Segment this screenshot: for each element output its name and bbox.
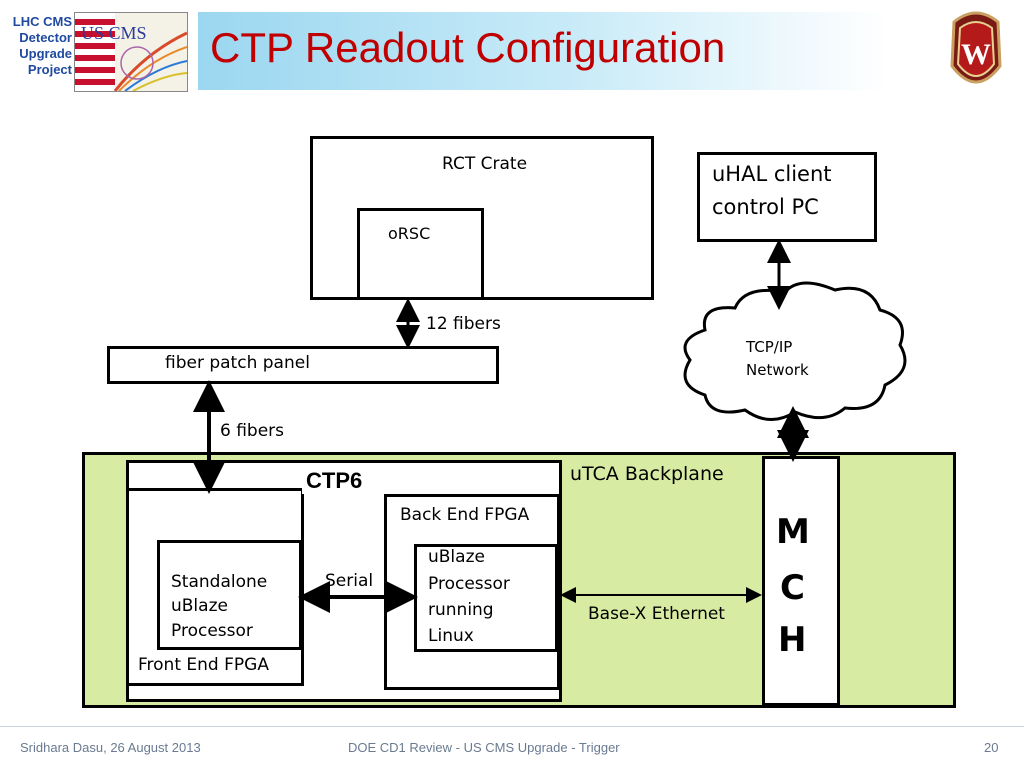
- standalone-line3: Processor: [171, 621, 253, 641]
- footer-page-number: 20: [984, 740, 999, 755]
- mch-letter-m: M: [776, 512, 810, 552]
- network-cloud-icon: [683, 281, 907, 421]
- standalone-line2: uBlaze: [171, 596, 228, 616]
- utca-backplane-label: uTCA Backplane: [570, 463, 724, 485]
- svg-text:W: W: [961, 38, 991, 71]
- uhal-client-box: [697, 152, 877, 242]
- wisconsin-crest-icon: W: [944, 6, 1008, 98]
- ublaze-line4: Linux: [428, 626, 474, 646]
- back-end-fpga-label: Back End FPGA: [400, 505, 530, 525]
- footer-divider: [0, 726, 1024, 727]
- ublaze-line1: uBlaze: [428, 547, 485, 567]
- mch-letter-c: C: [780, 568, 805, 608]
- standalone-line1: Standalone: [171, 572, 268, 592]
- front-end-fpga-label: Front End FPGA: [138, 655, 269, 675]
- ublaze-line3: running: [428, 600, 494, 620]
- uhal-line2: control PC: [712, 195, 819, 219]
- mch-letter-h: H: [778, 620, 807, 660]
- footer-event: DOE CD1 Review - US CMS Upgrade - Trigge…: [348, 740, 620, 755]
- logo-text: US CMS: [81, 23, 147, 43]
- project-label: LHC CMS Detector Upgrade Project: [12, 14, 72, 77]
- ublaze-line2: Processor: [428, 574, 510, 594]
- ctp6-label: CTP6: [302, 468, 367, 494]
- title-bar: [198, 12, 888, 90]
- network-line1: TCP/IP: [746, 338, 793, 356]
- standalone-ublaze-box: [157, 540, 302, 650]
- fibers-6-label: 6 fibers: [220, 421, 285, 441]
- basex-ethernet-label: Base-X Ethernet: [588, 604, 725, 624]
- fiber-patch-panel-box: [107, 346, 499, 384]
- patch-panel-label: fiber patch panel: [165, 353, 310, 373]
- network-line2: Network: [746, 361, 809, 379]
- orsc-label: oRSC: [388, 224, 431, 243]
- slide-title: CTP Readout Configuration: [210, 24, 726, 71]
- mch-box: [762, 456, 840, 706]
- footer-author-date: Sridhara Dasu, 26 August 2013: [20, 740, 201, 755]
- orsc-box: [357, 208, 484, 300]
- rct-crate-label: RCT Crate: [442, 154, 528, 174]
- flag-stripes-icon: [75, 13, 187, 91]
- fibers-12-label: 12 fibers: [426, 314, 501, 334]
- uhal-line1: uHAL client: [712, 162, 832, 186]
- us-cms-logo: US CMS: [74, 12, 188, 92]
